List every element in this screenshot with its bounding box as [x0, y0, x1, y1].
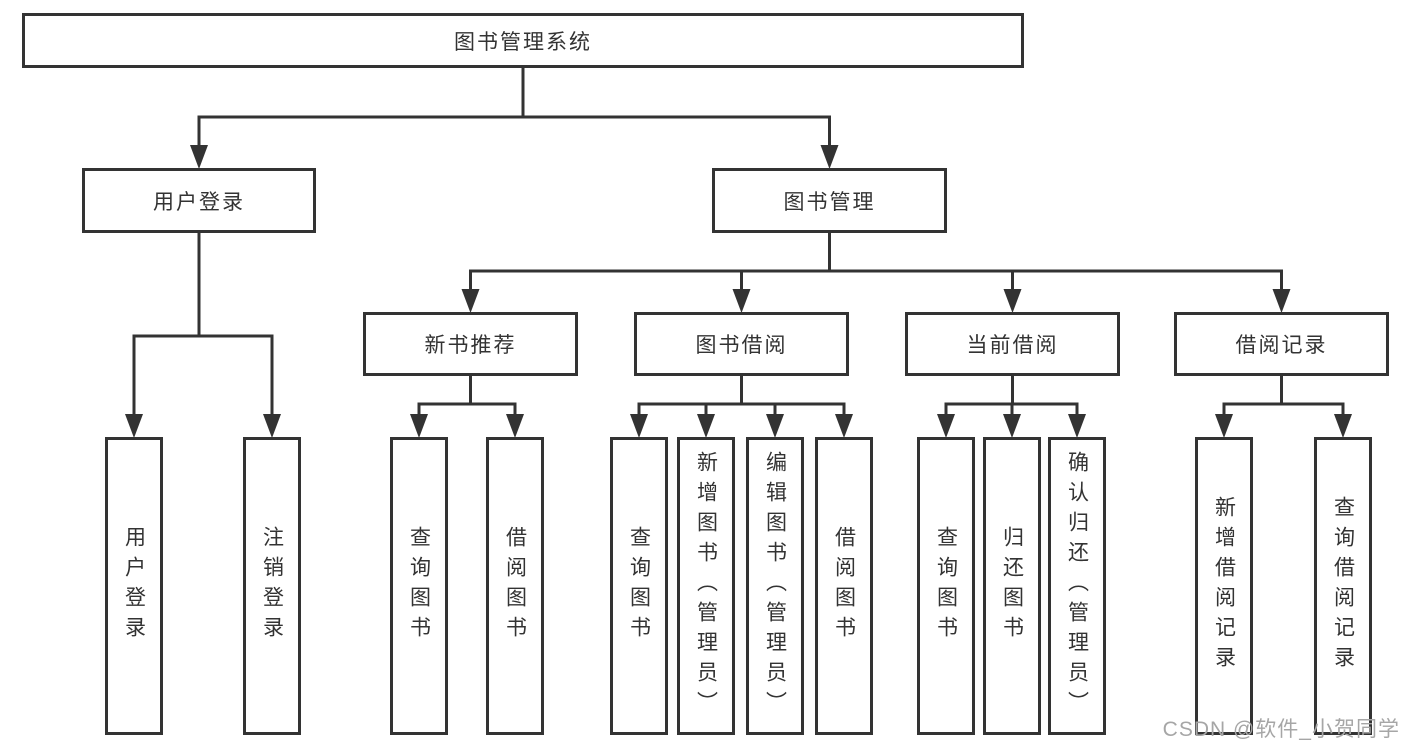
node-leaf-add-borrow-record-label: 新增借阅记录: [1212, 496, 1236, 676]
node-borrowing-records-label: 借阅记录: [1235, 334, 1328, 357]
node-leaf-return-books: 归还图书: [983, 437, 1041, 735]
node-leaf-borrow-books-2-label: 借阅图书: [832, 526, 856, 646]
node-current-borrowing: 当前借阅: [905, 312, 1120, 376]
node-library-system-label: 图书管理系统: [454, 30, 592, 54]
node-leaf-query-borrow-record: 查询借阅记录: [1314, 437, 1372, 735]
node-user-login: 用户登录: [82, 168, 316, 233]
node-new-book-recommend: 新书推荐: [363, 312, 578, 376]
node-leaf-add-books-admin: 新增图书（管理员）: [677, 437, 735, 735]
node-leaf-logout-label: 注销登录: [260, 526, 284, 646]
node-leaf-query-books-1-label: 查询图书: [407, 526, 431, 646]
node-leaf-logout: 注销登录: [243, 437, 301, 735]
node-leaf-query-books-3-label: 查询图书: [934, 526, 958, 646]
node-leaf-borrow-books-1: 借阅图书: [486, 437, 544, 735]
node-book-borrowing-label: 图书借阅: [695, 334, 788, 357]
node-library-system: 图书管理系统: [22, 13, 1024, 68]
node-leaf-edit-books-admin: 编辑图书（管理员）: [746, 437, 804, 735]
node-leaf-add-borrow-record: 新增借阅记录: [1195, 437, 1253, 735]
node-leaf-borrow-books-1-label: 借阅图书: [503, 526, 527, 646]
node-user-login-label: 用户登录: [153, 190, 245, 214]
node-book-management-label: 图书管理: [783, 190, 876, 214]
node-borrowing-records: 借阅记录: [1174, 312, 1389, 376]
node-leaf-user-login: 用户登录: [105, 437, 163, 735]
node-leaf-add-books-admin-label: 新增图书（管理员）: [694, 451, 718, 721]
node-book-management: 图书管理: [712, 168, 947, 233]
node-leaf-query-books-2-label: 查询图书: [627, 526, 651, 646]
node-book-borrowing: 图书借阅: [634, 312, 849, 376]
node-leaf-user-login-label: 用户登录: [122, 526, 146, 646]
node-leaf-query-borrow-record-label: 查询借阅记录: [1331, 496, 1355, 676]
node-current-borrowing-label: 当前借阅: [966, 334, 1059, 357]
node-leaf-return-books-label: 归还图书: [1000, 526, 1024, 646]
node-leaf-query-books-1: 查询图书: [390, 437, 448, 735]
node-leaf-confirm-return-admin-label: 确认归还（管理员）: [1065, 451, 1089, 721]
node-leaf-query-books-2: 查询图书: [610, 437, 668, 735]
node-leaf-edit-books-admin-label: 编辑图书（管理员）: [763, 451, 787, 721]
node-leaf-query-books-3: 查询图书: [917, 437, 975, 735]
node-new-book-recommend-label: 新书推荐: [424, 334, 517, 357]
node-leaf-borrow-books-2: 借阅图书: [815, 437, 873, 735]
watermark: CSDN @软件_小贺同学: [1162, 718, 1400, 741]
node-leaf-confirm-return-admin: 确认归还（管理员）: [1048, 437, 1106, 735]
